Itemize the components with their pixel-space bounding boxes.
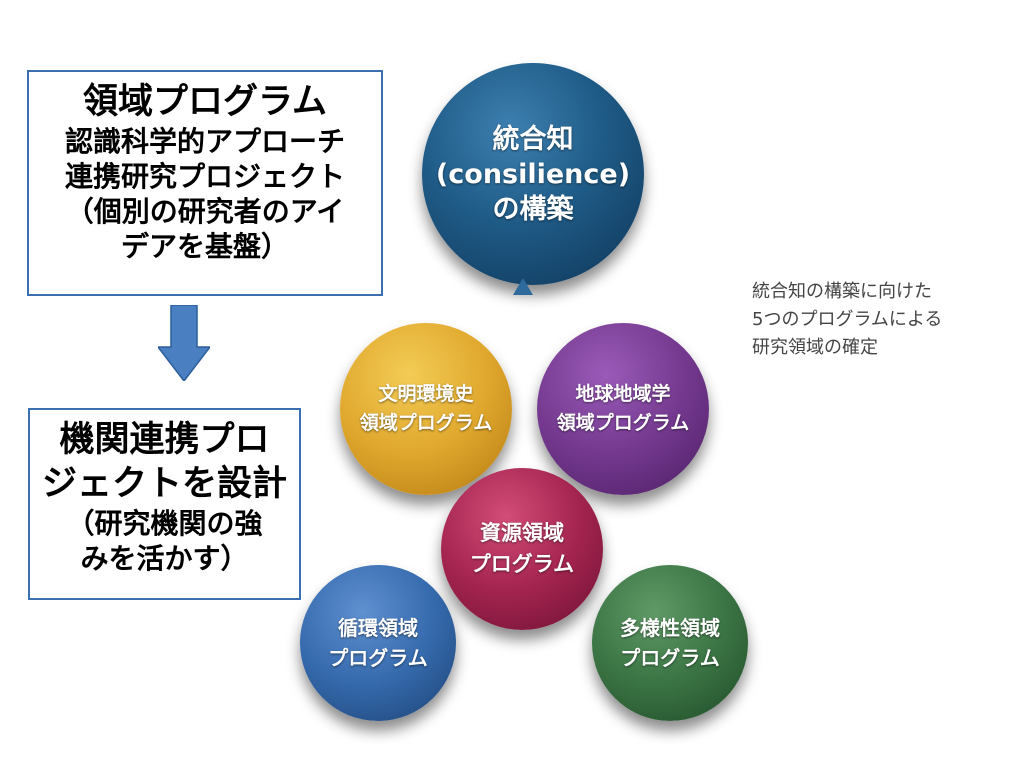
side-note: 統合知の構築に向けた 5つのプログラムによる 研究領域の確定	[752, 278, 1017, 362]
bunmei-program-circle: 文明環境史 領域プログラム	[340, 323, 512, 495]
domain-program-line-4: デアを基盤）	[120, 230, 289, 263]
consilience-line-1: 統合知	[492, 123, 574, 155]
junkan-line-2: プログラム	[328, 646, 428, 670]
consilience-line-2: (consilience)	[435, 158, 631, 190]
chikyu-program-circle: 地球地域学 領域プログラム	[537, 323, 709, 495]
institution-project-line-2: ジェクトを設計	[41, 464, 287, 504]
consilience-line-3: の構築	[492, 193, 574, 225]
shigen-line-2: プログラム	[469, 552, 575, 576]
institution-project-line-4: みを活かす）	[80, 542, 249, 575]
domain-program-box: 領域プログラム 認識科学的アプローチ 連携研究プロジェクト （個別の研究者のアイ…	[27, 70, 383, 296]
junkan-program-circle: 循環領域 プログラム	[300, 565, 456, 721]
shigen-program-circle: 資源領域 プログラム	[441, 468, 603, 630]
domain-program-line-3: （個別の研究者のアイ	[65, 195, 345, 228]
chikyu-line-1: 地球地域学	[575, 383, 671, 405]
side-note-line-3: 研究領域の確定	[752, 337, 878, 358]
bunmei-line-2: 領域プログラム	[359, 412, 493, 434]
bunmei-line-1: 文明環境史	[378, 383, 474, 405]
side-note-line-1: 統合知の構築に向けた	[752, 281, 932, 302]
up-triangle-icon	[513, 278, 533, 295]
tayosei-program-circle: 多様性領域 プログラム	[592, 565, 748, 721]
junkan-line-1: 循環領域	[338, 616, 418, 640]
tayosei-line-1: 多様性領域	[620, 616, 720, 640]
down-arrow-icon	[158, 305, 210, 381]
domain-program-line-1: 認識科学的アプローチ	[64, 125, 345, 158]
shigen-line-1: 資源領域	[480, 521, 564, 545]
side-note-line-2: 5つのプログラムによる	[752, 309, 943, 330]
chikyu-line-2: 領域プログラム	[556, 412, 690, 434]
domain-program-title: 領域プログラム	[83, 82, 327, 122]
tayosei-line-2: プログラム	[620, 646, 720, 670]
institution-project-box: 機関連携プロ ジェクトを設計 （研究機関の強 みを活かす）	[28, 408, 301, 600]
institution-project-line-3: （研究機関の強	[66, 507, 263, 540]
institution-project-line-1: 機関連携プロ	[59, 420, 270, 460]
consilience-circle: 統合知 (consilience) の構築	[422, 63, 644, 285]
domain-program-line-2: 連携研究プロジェクト	[64, 160, 345, 193]
